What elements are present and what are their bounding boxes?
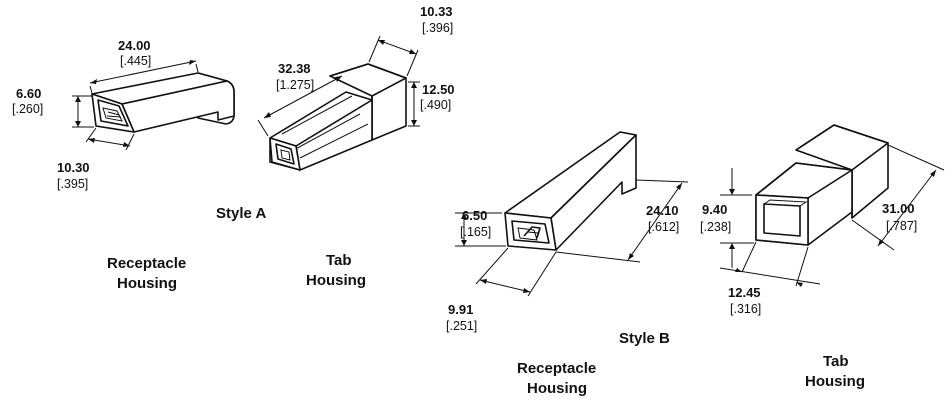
style-a-label: Style A bbox=[216, 205, 266, 222]
style-b-tab-length-mm: 31.00 bbox=[882, 201, 915, 216]
style-a-tab-drawing bbox=[269, 63, 407, 171]
style-b-tab-height-in: [.238] bbox=[700, 220, 731, 234]
style-a-receptacle-dimensions bbox=[72, 60, 199, 151]
style-b-tab-width-mm: 12.45 bbox=[728, 285, 761, 300]
style-a-tab-dimensions bbox=[257, 35, 420, 137]
style-a-receptacle-caption-1: Receptacle bbox=[107, 255, 186, 272]
style-b-receptacle-dimensions bbox=[455, 179, 689, 297]
style-b-label: Style B bbox=[619, 330, 670, 347]
style-b-receptacle-width-in: [.251] bbox=[446, 319, 477, 333]
style-a-receptacle-caption-2: Housing bbox=[117, 275, 177, 292]
style-b-receptacle-height-mm: 6.50 bbox=[462, 208, 487, 223]
style-b-receptacle-drawing bbox=[504, 131, 637, 251]
style-a-receptacle-length-mm: 24.00 bbox=[118, 38, 151, 53]
style-a-receptacle-height-mm: 6.60 bbox=[16, 86, 41, 101]
style-a-tab-height-in: [.490] bbox=[420, 98, 451, 112]
style-a-receptacle-width-in: [.395] bbox=[57, 177, 88, 191]
style-b-receptacle-length-in: [.612] bbox=[648, 220, 679, 234]
style-b-receptacle-caption-1: Receptacle bbox=[517, 360, 596, 377]
style-a-tab-width-in: [.396] bbox=[422, 21, 453, 35]
style-a-receptacle-height-in: [.260] bbox=[12, 102, 43, 116]
style-b-tab-height-mm: 9.40 bbox=[702, 202, 727, 217]
style-a-receptacle-length-in: [.445] bbox=[120, 54, 151, 68]
style-a-tab-width-mm: 10.33 bbox=[420, 4, 453, 19]
style-b-tab-drawing bbox=[755, 124, 889, 246]
style-b-receptacle-caption-2: Housing bbox=[527, 380, 587, 397]
style-b-tab-length-in: [.787] bbox=[886, 219, 917, 233]
style-b-tab-caption-1: Tab bbox=[823, 353, 849, 370]
style-a-tab-caption-1: Tab bbox=[326, 252, 352, 269]
style-b-tab-dimensions bbox=[719, 144, 945, 287]
style-a-receptacle-width-mm: 10.30 bbox=[57, 160, 90, 175]
style-b-tab-width-in: [.316] bbox=[730, 302, 761, 316]
style-a-tab-length-in: [1.275] bbox=[276, 78, 314, 92]
style-b-receptacle-height-in: [.165] bbox=[460, 225, 491, 239]
style-a-tab-height-mm: 12.50 bbox=[422, 82, 455, 97]
style-a-tab-length-mm: 32.38 bbox=[278, 61, 311, 76]
style-b-tab-caption-2: Housing bbox=[805, 373, 865, 390]
style-a-tab-caption-2: Housing bbox=[306, 272, 366, 289]
style-b-receptacle-width-mm: 9.91 bbox=[448, 302, 473, 317]
style-b-receptacle-length-mm: 24.10 bbox=[646, 203, 679, 218]
style-a-receptacle-drawing bbox=[91, 72, 235, 133]
